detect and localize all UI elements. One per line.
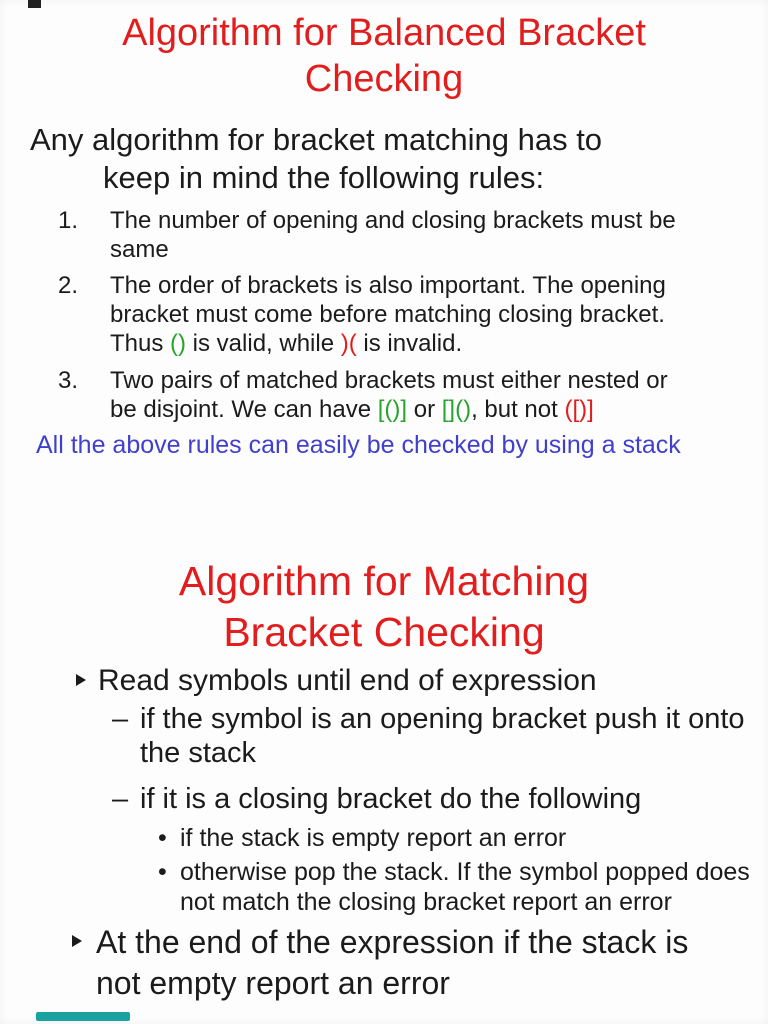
invalid-bracket-sample: )( [340,330,357,358]
rule-2-line2: bracket must come before matching closin… [110,301,665,329]
dash-bullet-icon: – [112,783,129,815]
rules-list: 1. The number of opening and closing bra… [0,206,768,423]
sub-opening-line2: the stack [140,737,257,770]
slide-matching-bracket-checking: Algorithm for Matching Bracket Checking … [0,548,768,1004]
top-left-artifact [28,0,41,8]
bullet-read-symbols: Read symbols until end of expression [0,664,768,699]
slide1-heading: Any algorithm for bracket matching has t… [0,121,768,197]
slide2-title-line2: Bracket Checking [223,608,545,655]
rule-3-line1: Two pairs of matched brackets must eithe… [110,366,668,394]
triangle-bullet-icon [76,673,86,686]
valid-bracket-sample: () [170,330,187,358]
rule-number-3: 3. [58,366,79,394]
bullet-read-symbols-text: Read symbols until end of expression [98,663,597,697]
rule-item-3: 3. Two pairs of matched brackets must ei… [0,366,768,424]
dot-bullet-pop-stack: • otherwise pop the stack. If the symbol… [0,857,768,917]
disjoint-bracket-sample: []() [441,395,472,423]
sub-bullet-opening-bracket: – if the symbol is an opening bracket pu… [0,703,768,771]
rule-number-1: 1. [58,207,79,235]
bullet-end-line1: At the end of the expression if the stac… [96,923,689,960]
bullet-end-of-expression: At the end of the expression if the stac… [0,922,768,1004]
slide-balanced-bracket-checking: Algorithm for Balanced Bracket Checking … [0,0,768,459]
slide1-title: Algorithm for Balanced Bracket Checking [0,10,768,103]
rule-2-text-c: is invalid. [356,330,463,358]
dot-bullet-empty-stack: • if the stack is empty report an error [0,823,768,853]
rule-3-line2: be disjoint. We can have [()] or [](), b… [110,395,768,424]
dash-bullet-icon: – [112,703,129,736]
rule-1-line1: The number of opening and closing bracke… [110,207,676,235]
slide2-title-line1: Algorithm for Matching [178,558,590,604]
rule-item-1: 1. The number of opening and closing bra… [0,206,768,264]
rule-2-text-a: Thus [110,330,171,358]
rule-1-line2: same [110,236,169,264]
dot-bullet-icon: • [158,857,167,886]
overlapping-bracket-sample: ([)] [564,395,594,423]
slide1-heading-line1: Any algorithm for bracket matching has t… [30,121,603,157]
rule-2-line1: The order of brackets is also important.… [110,272,666,300]
dot-pop-line1: otherwise pop the stack. If the symbol p… [180,857,750,886]
rule-2-text-b: is valid, while [186,330,341,358]
rule-3-text-b: or [407,395,442,423]
rule-number-2: 2. [58,272,79,300]
slide1-title-line1: Algorithm for Balanced Bracket [122,12,646,54]
slide1-heading-line2: keep in mind the following rules: [103,159,545,195]
rule-3-text-c: , but not [471,395,565,423]
sub-bullet-closing-bracket: – if it is a closing bracket do the foll… [0,783,768,817]
bottom-left-teal-bar [36,1012,130,1021]
dot-bullet-icon: • [158,823,167,852]
slide1-title-line2: Checking [304,58,464,101]
sub-opening-line1: if the symbol is an opening bracket push… [140,703,745,736]
nested-bracket-sample: [()] [377,395,408,423]
triangle-bullet-icon [72,934,82,947]
rule-item-2: 2. The order of brackets is also importa… [0,271,768,358]
bullet-end-line2: not empty report an error [96,964,450,1001]
stack-note: All the above rules can easily be checke… [36,430,681,459]
rule-3-text-a: be disjoint. We can have [110,395,378,423]
slide2-title: Algorithm for Matching Bracket Checking [0,556,768,658]
sub-closing-text: if it is a closing bracket do the follow… [140,783,642,815]
dot-pop-line2: not match the closing bracket report an … [180,887,672,916]
dot-empty-stack-text: if the stack is empty report an error [180,823,567,852]
rule-2-line3: Thus () is valid, while )( is invalid. [110,329,768,358]
